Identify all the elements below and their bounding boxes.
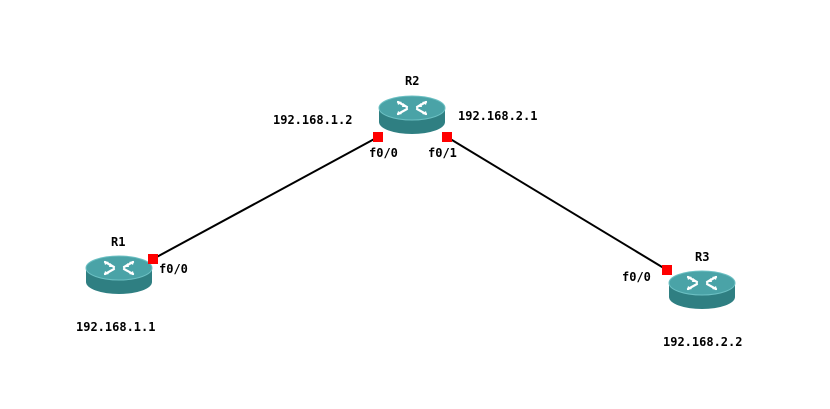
router-r2-name: R2 (405, 74, 420, 88)
port-marker-r2-f0-0[interactable] (373, 132, 383, 142)
router-r3-icon[interactable] (667, 269, 737, 311)
port-marker-r2-f0-1[interactable] (442, 132, 452, 142)
router-r1-icon[interactable] (84, 254, 154, 296)
router-r3-ip: 192.168.2.2 (663, 335, 743, 349)
router-r2-icon[interactable] (377, 94, 447, 136)
link-r2-r3[interactable] (446, 136, 668, 271)
port-marker-r3-f0-0[interactable] (662, 265, 672, 275)
router-r1-name: R1 (111, 235, 126, 249)
router-r3-name: R3 (695, 250, 710, 264)
port-label-r1-f0-0: f0/0 (159, 262, 188, 276)
port-label-r3-f0-0: f0/0 (622, 270, 651, 284)
port-label-r2-f0-0: f0/0 (369, 146, 398, 160)
router-r2-ip-left: 192.168.1.2 (273, 113, 353, 127)
router-r2-ip-right: 192.168.2.1 (458, 109, 538, 123)
link-r1-r2[interactable] (152, 136, 379, 260)
router-r1-ip: 192.168.1.1 (76, 320, 156, 334)
port-marker-r1-f0-0[interactable] (148, 254, 158, 264)
port-label-r2-f0-1: f0/1 (428, 146, 457, 160)
